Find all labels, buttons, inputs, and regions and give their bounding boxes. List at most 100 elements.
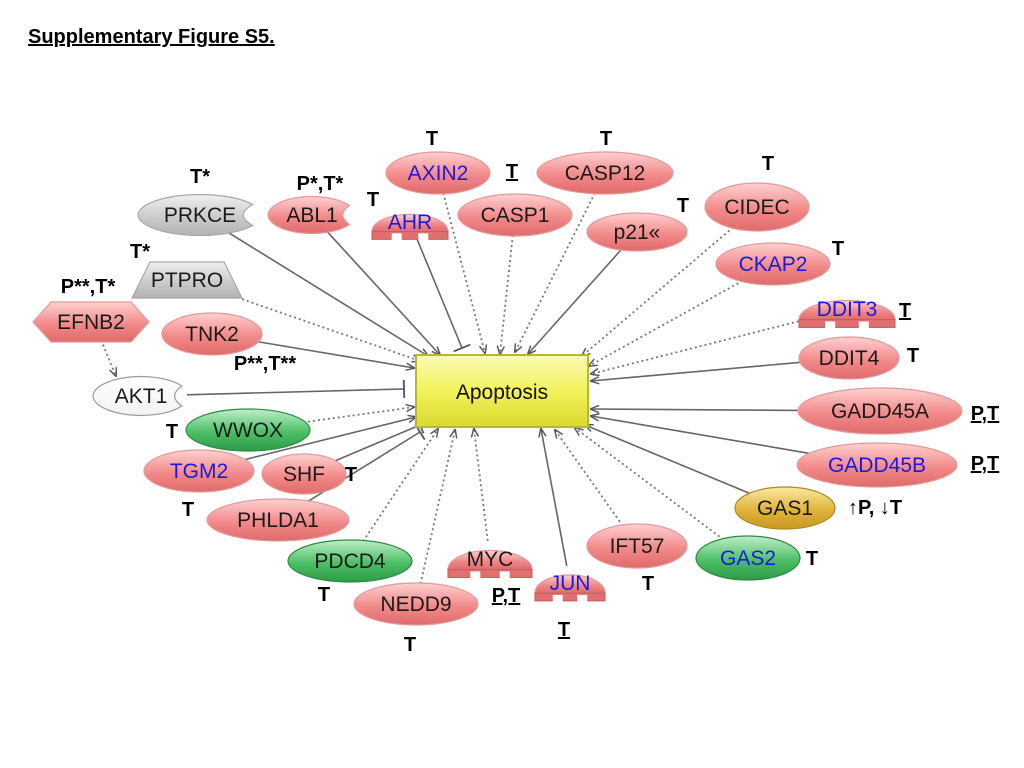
annotation-axin2: T <box>426 128 438 150</box>
edge-nedd9 <box>419 430 455 585</box>
edge-ckap2 <box>589 280 744 366</box>
edge-ift57 <box>555 430 624 527</box>
node-label-tgm2: TGM2 <box>170 460 228 483</box>
node-cidec: CIDEC <box>704 182 810 232</box>
edge-gadd45b <box>591 416 812 455</box>
node-label-ddit3: DDIT3 <box>817 298 878 321</box>
annotation-gas1: ↑P, ↓T <box>848 497 902 519</box>
node-label-ddit4: DDIT4 <box>819 347 880 370</box>
node-label-ahr: AHR <box>388 211 432 234</box>
node-label-efnb2: EFNB2 <box>57 311 125 334</box>
annotation-gadd45b: P,T <box>971 453 1000 475</box>
center-layer: Apoptosis <box>415 354 589 428</box>
annotation-ddit3: T <box>899 300 911 322</box>
node-gadd45b: GADD45B <box>796 442 958 488</box>
node-label-gadd45b: GADD45B <box>828 454 926 477</box>
node-label-myc: MYC <box>467 548 514 571</box>
node-casp1: CASP1 <box>457 193 573 237</box>
node-label-p21: p21« <box>614 221 661 244</box>
node-label-casp12: CASP12 <box>565 162 646 185</box>
node-nedd9: NEDD9 <box>353 582 479 626</box>
node-label-nedd9: NEDD9 <box>380 593 451 616</box>
annotation-nedd9: T <box>404 634 416 656</box>
edge-efnb2-akt1 <box>100 339 116 376</box>
node-ahr: AHR <box>371 211 449 241</box>
annotation-ahr: T <box>367 189 379 211</box>
annotation-abl1: P*,T* <box>297 173 344 195</box>
annotation-jun: T <box>558 619 570 641</box>
annotation-tnk2: P**,T** <box>234 353 296 375</box>
annotation-ckap2: T <box>832 238 844 260</box>
node-ckap2: CKAP2 <box>715 242 831 286</box>
edge-akt1 <box>186 379 406 399</box>
node-label-phlda1: PHLDA1 <box>237 509 319 532</box>
annotation-ift57: T <box>642 573 654 595</box>
node-tgm2: TGM2 <box>143 449 255 493</box>
annotation-gadd45a: P,T <box>971 403 1000 425</box>
edge-tnk2 <box>256 340 414 368</box>
node-label-jun: JUN <box>550 572 591 595</box>
edge-myc <box>474 429 489 541</box>
node-label-gadd45a: GADD45A <box>831 400 929 423</box>
node-label-akt1: AKT1 <box>115 385 168 408</box>
edge-abl1 <box>326 231 440 355</box>
node-label-abl1: ABL1 <box>286 204 337 227</box>
figure-title: Supplementary Figure S5. <box>28 26 275 48</box>
node-shf: SHF <box>261 453 347 495</box>
node-gas2: GAS2 <box>695 535 801 581</box>
node-label-shf: SHF <box>283 463 325 486</box>
node-ift57: IFT57 <box>586 523 688 569</box>
annotation-shf: T <box>345 464 357 486</box>
annotation-p21: T <box>677 195 689 217</box>
node-tnk2: TNK2 <box>161 312 263 356</box>
node-label-gas1: GAS1 <box>757 497 813 520</box>
annotation-casp12: T <box>600 128 612 150</box>
edge-gas1 <box>585 425 752 495</box>
node-prkce: PRKCE <box>137 193 254 237</box>
node-label-cidec: CIDEC <box>724 196 789 219</box>
node-wwox: WWOX <box>185 408 311 452</box>
node-label-prkce: PRKCE <box>164 204 236 227</box>
node-efnb2: EFNB2 <box>32 301 150 343</box>
edge-wwox <box>302 407 414 424</box>
edge-p21 <box>528 248 623 354</box>
node-ddit4: DDIT4 <box>798 336 900 380</box>
node-ddit3: DDIT3 <box>798 298 896 329</box>
apoptosis-label: Apoptosis <box>456 381 548 404</box>
edge-cidec <box>582 226 734 356</box>
annotation-pdcd4: T <box>318 584 330 606</box>
annotation-prkce: T* <box>190 166 210 188</box>
node-jun: JUN <box>534 572 606 602</box>
node-label-tnk2: TNK2 <box>185 323 239 346</box>
apoptosis-node: Apoptosis <box>415 354 589 428</box>
edge-prkce <box>228 232 428 356</box>
edge-jun <box>541 429 568 566</box>
annotation-efnb2: P**,T* <box>61 276 116 298</box>
node-ptpro: PTPRO <box>131 261 243 299</box>
node-myc: MYC <box>447 548 533 579</box>
edges-layer <box>100 192 812 585</box>
node-pdcd4: PDCD4 <box>287 539 413 583</box>
node-label-casp1: CASP1 <box>481 204 550 227</box>
node-abl1: ABL1 <box>267 195 351 235</box>
node-axin2: AXIN2 <box>385 151 491 195</box>
node-label-ift57: IFT57 <box>610 535 665 558</box>
node-gas1: GAS1 <box>734 486 836 530</box>
edge-gadd45a <box>591 409 802 410</box>
annotation-casp1: T <box>506 161 518 183</box>
node-label-ptpro: PTPRO <box>151 269 223 292</box>
node-akt1: AKT1 <box>92 375 183 417</box>
edge-tgm2 <box>243 417 416 461</box>
edge-casp1 <box>500 235 514 354</box>
node-phlda1: PHLDA1 <box>206 498 350 542</box>
edge-ddit4 <box>591 361 803 381</box>
node-casp12: CASP12 <box>536 151 674 195</box>
annotation-myc: P,T <box>492 585 521 607</box>
node-label-pdcd4: PDCD4 <box>314 550 386 573</box>
annotation-tgm2: T <box>182 499 194 521</box>
annotation-ddit4: T <box>907 345 919 367</box>
node-p21: p21« <box>586 212 688 252</box>
